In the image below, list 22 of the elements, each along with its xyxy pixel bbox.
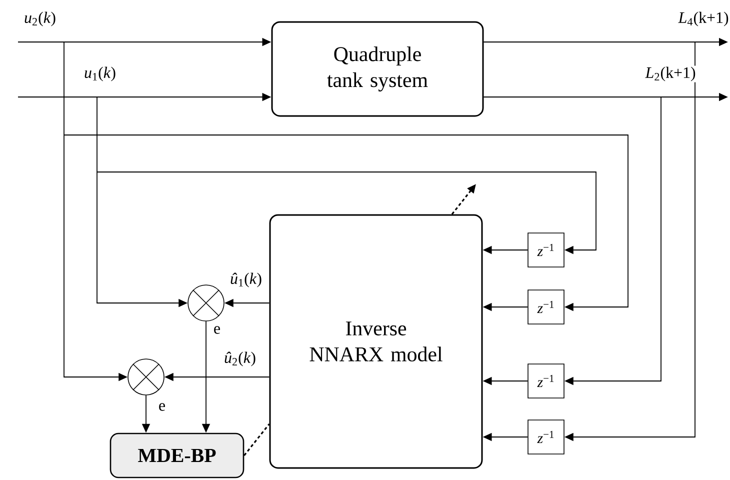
delay-block: z$^{−1}$ xyxy=(528,232,564,268)
optimizer-box: MDE-BP xyxy=(110,432,244,478)
arrow xyxy=(483,42,696,442)
arrow xyxy=(96,172,596,254)
delay-block: z$^{−1}$ xyxy=(528,290,564,324)
dashed-line xyxy=(244,424,270,456)
arrow xyxy=(483,96,662,386)
edge-label: u$_{2}$(k) xyxy=(23,10,57,28)
system-block: Quadruple tank system xyxy=(271,21,484,117)
edge-label: L$_{4}$(k+1) xyxy=(677,10,730,28)
delay-block: z$^{−1}$ xyxy=(528,364,564,398)
edge-label: û$_{1}$(k) xyxy=(229,272,263,288)
edge-label: û$_{2}$(k) xyxy=(223,350,257,368)
multiplier-symbol xyxy=(128,358,164,396)
arrow xyxy=(64,134,628,312)
model-block: Inverse NNARX model xyxy=(269,214,483,469)
edge-label: L$_{2}$(k+1) xyxy=(644,66,697,82)
edge-label: e xyxy=(212,325,222,335)
multiplier-symbol xyxy=(188,284,224,322)
edge-label: e xyxy=(157,402,167,412)
edge-label: u$_{1}$(k) xyxy=(83,66,117,82)
delay-block: z$^{−1}$ xyxy=(528,420,564,454)
